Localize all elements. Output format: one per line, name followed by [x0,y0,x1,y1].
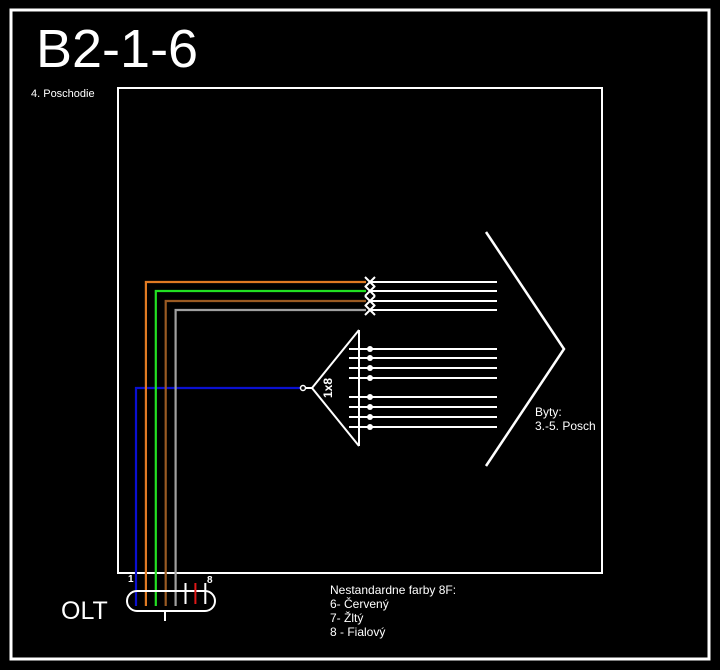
splitter-output-dot [367,404,373,410]
splitter-output-dot [367,355,373,361]
splitter-input-connector [299,384,307,392]
fiber-path [174,308,366,606]
splitter-output-dot [367,414,373,420]
splitter-output-dot [367,424,373,430]
olt-label: OLT [61,597,108,625]
legend-item: 7- Žltý [330,611,364,625]
splitter-outputs [349,346,497,430]
splitter-1x8 [299,329,497,447]
fiber-path [134,386,300,606]
floor-label: 4. Poschodie [31,88,95,100]
legend-item: 8 - Fialový [330,625,386,639]
legend-item: 6- Červený [330,597,389,611]
splitter-output-dot [367,346,373,352]
splitter-output-dot [367,394,373,400]
olt-connector [126,583,216,621]
fiber-path [144,280,366,606]
olt-unused-fibers [184,583,207,604]
splitter-output-dot [367,365,373,371]
splitter-triangle [310,329,360,447]
page-title: B2-1-6 [36,19,199,79]
splice-cross-icon [364,295,376,307]
olt-connector-body [126,590,216,612]
direct-outputs [364,276,497,316]
splitter-output-dot [367,375,373,381]
splitter-label: 1x8 [321,377,336,399]
fiber-path [154,289,366,606]
legend-heading: Nestandardne farby 8F: [330,583,457,597]
destination-line-2: 3.-5. Posch [535,419,596,433]
fiber-path [164,299,366,606]
olt-port-last-label: 8 [207,575,213,586]
splice-cross-icon [364,285,376,297]
destination-chevron [484,231,566,467]
splice-cross-icon [364,276,376,288]
outer-frame [9,8,711,661]
destination-label: Byty: 3.-5. Posch [535,405,596,433]
destination-line-1: Byty: [535,405,562,419]
floor-box [117,87,603,574]
fiber-paths [134,280,366,606]
olt-port-first-label: 1 [128,574,134,585]
color-legend: Nestandardne farby 8F: 6- Červený 7- Žlt… [330,583,456,639]
splice-cross-icon [364,304,376,316]
